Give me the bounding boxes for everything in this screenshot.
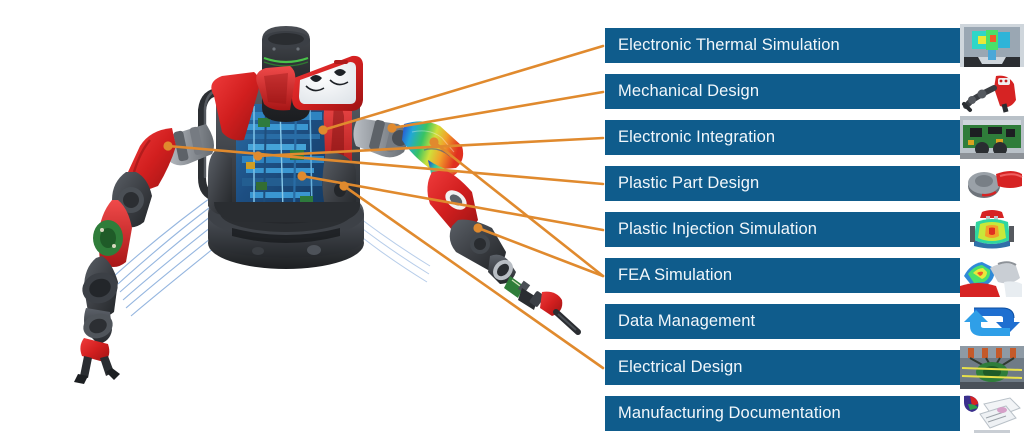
circuit-board-thumbnail [960,116,1024,159]
banner-label: Mechanical Design [618,82,760,101]
fea-colormap-forearm [402,121,464,180]
banner-electrical-design[interactable]: Electrical Design [605,346,1024,389]
banner-electronic-integration[interactable]: Electronic Integration [605,116,1024,159]
documentation-thumbnail [960,392,1024,435]
banner-mechanical-design[interactable]: Mechanical Design [605,70,1024,113]
banner-label: Data Management [618,312,756,331]
banner-label: FEA Simulation [618,266,733,285]
banner-label: Manufacturing Documentation [618,404,841,423]
banner-fea-simulation[interactable]: FEA Simulation [605,254,1024,297]
banner-label: Electronic Thermal Simulation [618,36,840,55]
banner-plastic-injection-simulation[interactable]: Plastic Injection Simulation [605,208,1024,251]
robot-right-arm [353,118,581,335]
forearm-circuit-board [93,220,123,256]
banner-plastic-part-design[interactable]: Plastic Part Design [605,162,1024,205]
discipline-banner-list: Electronic Thermal Simulation Mechanical… [605,0,1024,446]
banner-data-management[interactable]: Data Management [605,300,1024,343]
robot-illustration [74,26,581,384]
robot-head [256,26,363,122]
thermal-sim-thumbnail [960,24,1024,67]
sync-arrows-thumbnail [960,300,1024,343]
banner-label: Electronic Integration [618,128,776,147]
wiring-harness-thumbnail [960,346,1024,389]
banner-label: Electrical Design [618,358,743,377]
robot-arm-thumbnail [960,70,1024,113]
robot-left-arm [74,124,214,384]
injection-mold-thumbnail [960,208,1024,251]
banner-label: Plastic Part Design [618,174,760,193]
banner-label: Plastic Injection Simulation [618,220,818,239]
banner-electronic-thermal-simulation[interactable]: Electronic Thermal Simulation [605,24,1024,67]
banner-manufacturing-documentation[interactable]: Manufacturing Documentation [605,392,1024,435]
plastic-part-thumbnail [960,162,1024,205]
fea-stress-thumbnail [960,254,1024,297]
